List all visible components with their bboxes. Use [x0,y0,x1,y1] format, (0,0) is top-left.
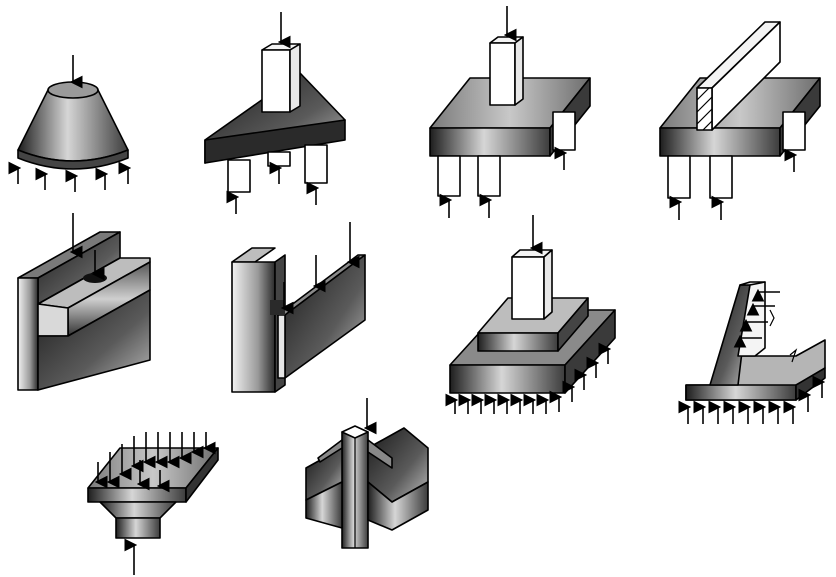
truncated-cone-footing [8,55,132,192]
earth-pressure-arrows [733,288,780,348]
stepped-slab-footing [445,215,616,414]
distributed-load-arrows [94,432,216,493]
stepped-beam-joint [17,213,151,391]
column-pile-cap [429,6,591,218]
soil-reaction-arrows [8,161,132,192]
wedge-pile-cap [204,12,346,214]
cross-shaped-footing [305,398,429,549]
column-bracket-joint [231,222,366,393]
soil-reaction-arrows [445,342,612,414]
retaining-wall [678,281,826,424]
inverted-pyramid-slab [87,432,219,575]
wall-pile-cap [659,21,821,220]
soil-reaction-arrows [678,375,826,424]
